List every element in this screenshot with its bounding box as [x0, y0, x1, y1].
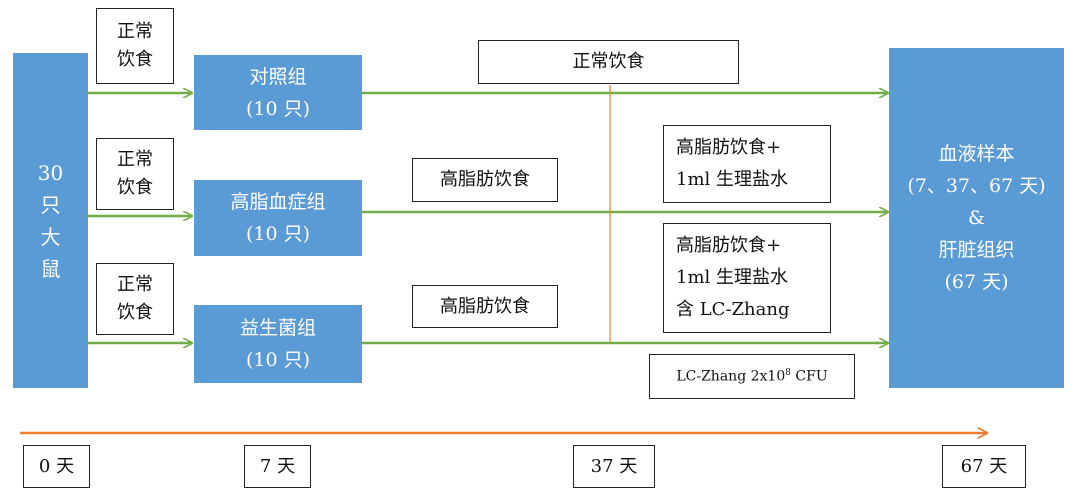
diet-text: 1ml 生理盐水 — [676, 267, 788, 288]
timeline-label: 7 天 — [244, 445, 311, 488]
probiotic-group-box: 益生菌组 (10 只) — [194, 305, 362, 383]
normal-diet-label: 正常 饮食 — [96, 263, 174, 335]
result-line: 血液样本 — [938, 143, 1015, 165]
group-name: 益生菌组 — [239, 317, 316, 339]
dose-suffix: CFU — [790, 368, 828, 385]
diet-text: 高脂肪饮食 — [440, 169, 530, 190]
source-line: 鼠 — [40, 256, 61, 281]
result-line: (67 天) — [944, 271, 1009, 293]
diet-label-line: 饮食 — [117, 302, 153, 323]
group-name: 对照组 — [249, 65, 307, 88]
result-line: (7、37、67 天) — [907, 175, 1046, 197]
diet-text: 正常饮食 — [572, 51, 645, 72]
diet-label-line: 饮食 — [117, 177, 153, 198]
hyperlipidemia-group-box: 高脂血症组 (10 只) — [194, 180, 362, 256]
diet-text: 1ml 生理盐水 — [676, 169, 788, 190]
timeline-text: 0 天 — [38, 455, 75, 477]
control-diet-label: 正常饮食 — [478, 40, 739, 84]
group-name: 高脂血症组 — [230, 191, 326, 213]
diet-text: 高脂肪饮食+ — [676, 137, 782, 158]
source-line: 大 — [40, 224, 61, 249]
high-fat-saline-label: 高脂肪饮食+ 1ml 生理盐水 — [663, 125, 831, 203]
normal-diet-label: 正常 饮食 — [96, 138, 174, 210]
high-fat-diet-label: 高脂肪饮食 — [412, 158, 558, 202]
result-line: & — [968, 207, 985, 229]
dose-label: LC-Zhang 2x108 CFU — [649, 354, 855, 399]
timeline-label: 37 天 — [573, 445, 655, 488]
diet-label-line: 正常 — [117, 149, 153, 170]
dose-exponent: 8 — [785, 368, 791, 379]
timeline-text: 37 天 — [590, 455, 638, 477]
dose-text: LC-Zhang 2x108 CFU — [676, 368, 827, 385]
group-count: (10 只) — [245, 97, 311, 120]
diet-text: 含 LC-Zhang — [676, 299, 790, 320]
result-box: 血液样本 (7、37、67 天) & 肝脏组织 (67 天) — [889, 48, 1064, 388]
dose-prefix: LC-Zhang 2x10 — [676, 368, 786, 385]
diet-label-line: 饮食 — [117, 49, 153, 70]
control-group-box: 对照组 (10 只) — [194, 55, 362, 130]
group-count: (10 只) — [245, 223, 311, 245]
normal-diet-label: 正常 饮食 — [96, 8, 174, 84]
high-fat-diet-label: 高脂肪饮食 — [412, 285, 558, 328]
diet-text: 高脂肪饮食 — [440, 295, 530, 317]
high-fat-probiotic-label: 高脂肪饮食+ 1ml 生理盐水 含 LC-Zhang — [663, 223, 831, 333]
diet-text: 高脂肪饮食+ — [676, 235, 782, 256]
group-count: (10 只) — [245, 349, 311, 371]
source-line: 30 — [37, 160, 64, 185]
result-line: 肝脏组织 — [938, 239, 1015, 261]
source-line: 只 — [40, 192, 61, 217]
diet-label-line: 正常 — [117, 21, 153, 42]
rats-source-box: 30 只 大 鼠 — [13, 53, 88, 388]
timeline-text: 67 天 — [960, 455, 1008, 477]
timeline-text: 7 天 — [259, 455, 296, 477]
timeline-label: 0 天 — [23, 445, 90, 488]
timeline-label: 67 天 — [942, 445, 1026, 488]
diet-label-line: 正常 — [117, 274, 153, 295]
